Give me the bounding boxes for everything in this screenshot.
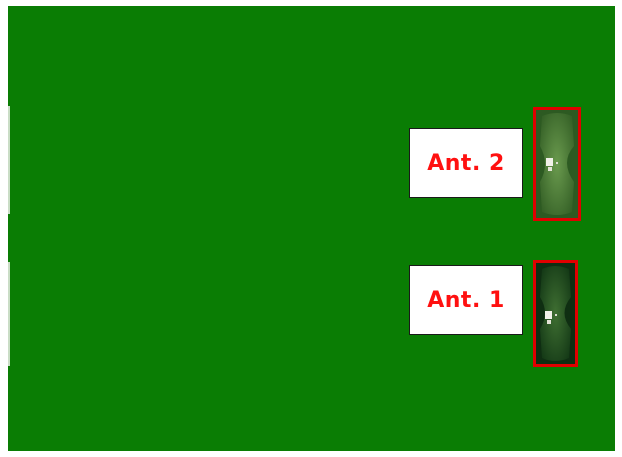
antenna-marker-icon <box>546 158 558 171</box>
left-edge-mark-bottom <box>8 262 10 366</box>
antenna-2-image <box>536 110 578 218</box>
antenna-marker-icon <box>545 311 557 324</box>
antenna-2-label: Ant. 2 <box>427 150 505 176</box>
left-edge-mark-top <box>8 106 10 214</box>
antenna-1-image <box>536 263 575 364</box>
antenna-2-label-box: Ant. 2 <box>409 128 523 198</box>
antenna-1-label: Ant. 1 <box>427 287 505 313</box>
antenna-2-frame <box>533 107 581 221</box>
antenna-1-label-box: Ant. 1 <box>409 265 523 335</box>
green-field <box>8 6 615 451</box>
antenna-1-frame <box>533 260 578 367</box>
